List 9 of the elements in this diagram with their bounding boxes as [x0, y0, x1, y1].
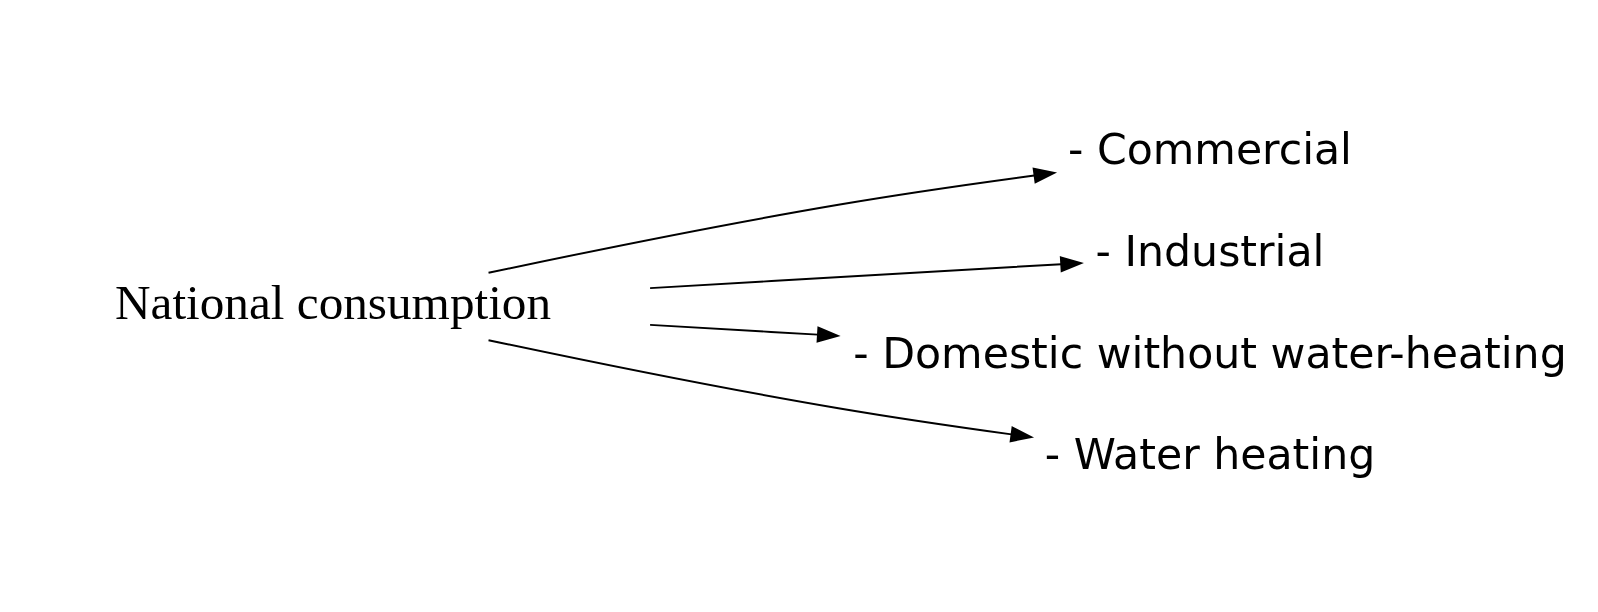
- node-text: - Domestic without water-heating: [853, 327, 1567, 378]
- arrow: [649, 255, 1084, 289]
- node-text: - Industrial: [1095, 225, 1325, 276]
- arrow: [649, 323, 841, 343]
- arrow: [487, 338, 1035, 442]
- node-text: - Commercial: [1068, 123, 1352, 174]
- node-text: - Water heating: [1044, 428, 1376, 479]
- arrow: [487, 166, 1058, 274]
- node-text: National consumption: [115, 274, 552, 330]
